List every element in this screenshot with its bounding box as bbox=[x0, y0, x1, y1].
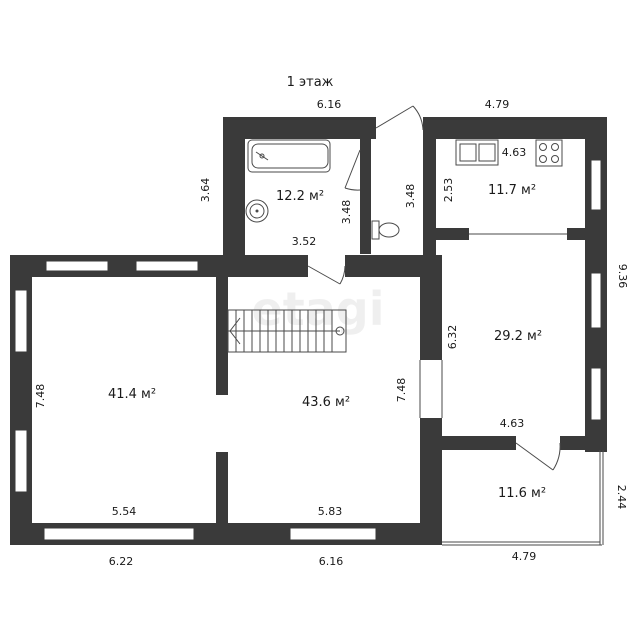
window-right-room-2 bbox=[590, 367, 602, 421]
wall-right-room-bottom-right bbox=[560, 436, 607, 450]
dim-right-total-height: 9.36 bbox=[616, 264, 629, 289]
window-right-room-1 bbox=[590, 272, 602, 329]
window-left-top-1 bbox=[45, 260, 109, 272]
room-area-living-center: 43.6 м² bbox=[302, 395, 350, 410]
dim-top-kitchen: 4.79 bbox=[485, 98, 510, 111]
dim-center-inner-width: 5.83 bbox=[318, 505, 343, 518]
dim-top-bathroom: 6.16 bbox=[317, 98, 342, 111]
wall-kitchen-bottom-left bbox=[436, 228, 469, 240]
window-kitchen-right bbox=[590, 159, 602, 211]
wall-right-room-bottom-left bbox=[436, 436, 516, 450]
window-bottom-center bbox=[289, 527, 377, 541]
staircase-icon bbox=[227, 309, 347, 353]
dim-left-inner-width: 5.54 bbox=[112, 505, 137, 518]
wall-kitchen-left bbox=[423, 117, 436, 277]
door-swing-icon bbox=[307, 265, 346, 285]
doors bbox=[307, 105, 561, 471]
wall-right-room-left-top bbox=[420, 255, 442, 360]
dim-bathroom-outer-height: 3.64 bbox=[199, 178, 212, 203]
toilet-icon bbox=[371, 220, 400, 240]
window-left-side-2 bbox=[14, 429, 28, 493]
wall-partition-left-center-top bbox=[216, 277, 228, 395]
windows bbox=[14, 159, 602, 541]
kitchen-sink-icon bbox=[455, 139, 499, 166]
dim-kitchen-height: 2.53 bbox=[442, 178, 455, 203]
dim-right-room-height: 6.32 bbox=[446, 325, 459, 350]
wall-bath-top bbox=[223, 117, 376, 139]
door-swing-icon bbox=[375, 105, 424, 131]
dim-kitchen-inner-width: 4.63 bbox=[502, 146, 527, 159]
window-bottom-left bbox=[43, 527, 195, 541]
wall-kitchen-bottom-right bbox=[567, 228, 589, 240]
room-area-kitchen: 11.7 м² bbox=[488, 183, 536, 198]
wall-partition-left-center-bottom bbox=[216, 452, 228, 524]
wall-kitchen-top bbox=[423, 117, 607, 139]
wall-bath-bottom bbox=[223, 255, 308, 277]
opening-center-right bbox=[420, 360, 442, 418]
dim-left-outer-width: 6.22 bbox=[109, 555, 134, 568]
dim-terrace-height: 2.44 bbox=[615, 485, 628, 510]
room-area-right: 29.2 м² bbox=[494, 329, 542, 344]
window-left-side-1 bbox=[14, 289, 28, 353]
wall-left-top bbox=[10, 255, 235, 277]
floor-title: 1 этаж bbox=[287, 75, 334, 90]
dim-terrace-width: 4.79 bbox=[512, 550, 537, 563]
room-area-terrace: 11.6 м² bbox=[498, 486, 546, 501]
watermark: etagi bbox=[252, 282, 385, 336]
window-left-top-2 bbox=[135, 260, 199, 272]
sink-icon bbox=[245, 199, 269, 223]
dim-bathroom-inner-width: 3.52 bbox=[292, 235, 317, 248]
opening-left-center bbox=[216, 395, 228, 452]
wall-bath-left bbox=[223, 117, 245, 277]
door-swing-icon bbox=[515, 442, 561, 471]
dim-center-outer-width: 6.16 bbox=[319, 555, 344, 568]
room-area-living-left: 41.4 м² bbox=[108, 387, 156, 402]
door-swing-icon bbox=[344, 149, 361, 191]
room-area-bathroom: 12.2 м² bbox=[276, 189, 324, 204]
dim-bathroom-inner-height: 3.48 bbox=[340, 200, 353, 225]
dim-wc-height: 3.48 bbox=[404, 184, 417, 209]
wall-bath-bottom-right bbox=[345, 255, 435, 277]
stove-icon bbox=[535, 139, 563, 167]
wall-bath-wc-partition bbox=[360, 134, 371, 254]
dim-left-height: 7.48 bbox=[34, 384, 47, 409]
bathtub-icon bbox=[247, 139, 331, 173]
dim-right-room-width: 4.63 bbox=[500, 417, 525, 430]
dim-center-height: 7.48 bbox=[395, 378, 408, 403]
terrace-outline bbox=[442, 450, 604, 546]
